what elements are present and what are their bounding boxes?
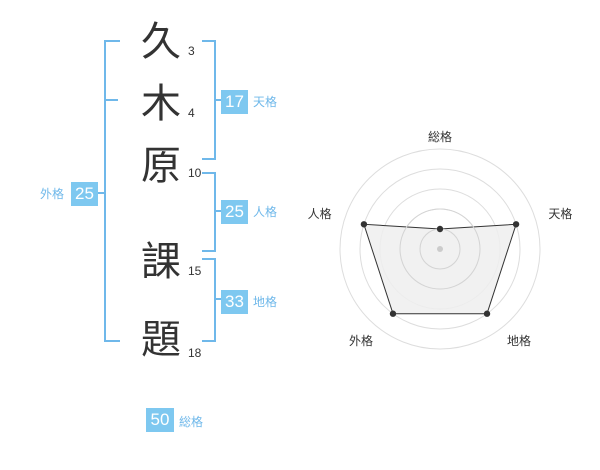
radar-axis-label: 外格 bbox=[349, 333, 373, 348]
radar-point bbox=[436, 225, 444, 233]
radar-axis-label: 地格 bbox=[507, 333, 531, 348]
gaikaku-bracket bbox=[104, 40, 120, 342]
radar-points bbox=[360, 221, 520, 317]
stroke-count-3: 10 bbox=[188, 166, 202, 180]
name-char-4: 課 bbox=[141, 239, 181, 285]
soukaku-value: 50 bbox=[146, 408, 174, 432]
stroke-count-5: 18 bbox=[188, 346, 202, 360]
tenkaku-label: 天格 bbox=[253, 95, 278, 109]
radar-point bbox=[389, 310, 397, 317]
radar-axis-label: 総格 bbox=[428, 129, 452, 144]
chikaku-bracket-connector bbox=[214, 298, 222, 300]
name-char-3: 原 bbox=[141, 143, 181, 189]
radar-grid-ring bbox=[339, 148, 541, 350]
radar-axis-label: 人格 bbox=[308, 206, 332, 221]
stroke-count-1: 3 bbox=[188, 44, 195, 58]
stroke-count-4: 15 bbox=[188, 264, 202, 278]
radar-center-dot bbox=[437, 246, 443, 252]
jinkaku-value: 25 bbox=[221, 200, 248, 224]
gaikaku-value: 25 bbox=[71, 182, 98, 206]
radar-point bbox=[360, 221, 368, 228]
radar-axis-label: 天格 bbox=[548, 206, 572, 221]
stroke-count-2: 4 bbox=[188, 106, 195, 120]
radar-point bbox=[483, 310, 491, 317]
radar-inner-ring bbox=[399, 208, 481, 290]
tenkaku-value: 17 bbox=[221, 90, 248, 114]
jinkaku-label: 人格 bbox=[253, 205, 278, 219]
gaikaku-bracket-tick bbox=[104, 99, 118, 101]
jinkaku-bracket-connector bbox=[214, 210, 222, 212]
radar-point bbox=[512, 221, 520, 228]
gaikaku-label: 外格 bbox=[40, 187, 65, 201]
radar-grid-ring bbox=[359, 168, 521, 330]
soukaku-label: 総格 bbox=[179, 415, 204, 429]
name-char-2: 木 bbox=[141, 81, 181, 127]
name-char-1: 久 bbox=[141, 19, 181, 65]
gaikaku-bracket-connector bbox=[98, 192, 106, 194]
chikaku-value: 33 bbox=[221, 290, 248, 314]
jinkaku-bracket bbox=[202, 172, 216, 252]
name-char-5: 題 bbox=[141, 317, 181, 363]
chikaku-bracket bbox=[202, 258, 216, 342]
tenkaku-bracket-connector bbox=[214, 99, 222, 101]
chikaku-label: 地格 bbox=[253, 295, 278, 309]
